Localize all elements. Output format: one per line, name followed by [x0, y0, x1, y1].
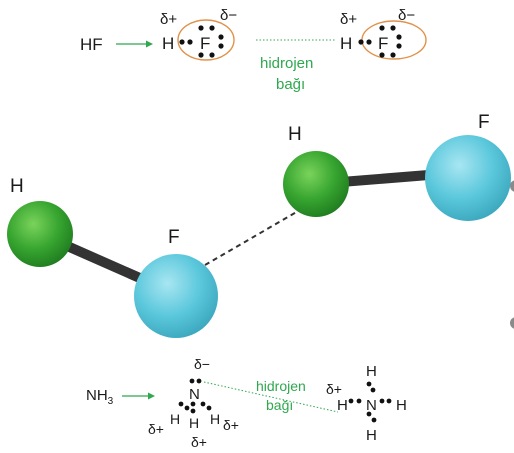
nh3-left-h-mid: H	[189, 415, 199, 431]
partial-atom-edge-2	[510, 317, 514, 329]
delta-minus-nh3-left: δ−	[194, 356, 210, 372]
delta-plus-hf-right: δ+	[340, 11, 357, 28]
delta-minus-hf-right: δ−	[398, 7, 415, 24]
electron-pair-bond-left	[179, 39, 193, 45]
fluorine-atom-right	[425, 135, 511, 221]
hf-bond-label-1: hidrojen	[260, 55, 313, 72]
model-label-f-right: F	[478, 112, 490, 133]
hf-arrow	[116, 40, 153, 48]
nh3-left-h-right: H	[210, 411, 220, 427]
nh3-right-h-top: H	[366, 363, 377, 380]
delta-plus-nh3-left: δ+	[148, 421, 164, 437]
nh3-bond-label-2: bağı	[266, 397, 293, 413]
delta-plus-hf-left: δ+	[160, 11, 177, 28]
electron-cloud-left	[177, 19, 235, 61]
nh3-left-bond-pairs	[178, 401, 212, 414]
nh3-left-n: N	[189, 386, 200, 403]
nh3-right-h-left: H	[337, 397, 348, 414]
ball-and-stick-model: H F H F	[7, 112, 514, 338]
delta-plus-nh3-right-mol: δ+	[326, 381, 342, 397]
model-hydrogen-bond	[204, 209, 301, 266]
nh3-right-h-right: H	[396, 397, 407, 414]
delta-plus-nh3-right: δ+	[223, 417, 239, 433]
hf-right-h: H	[340, 34, 352, 53]
model-label-h-left: H	[10, 176, 24, 197]
nh3-right-electron-pairs	[348, 381, 392, 423]
lone-pairs-right	[379, 25, 402, 58]
nh3-lewis-row: NH3 δ− N H H H δ+ δ+ δ+ hidrojen bağı δ+…	[86, 356, 407, 450]
nh3-bond-label-1: hidrojen	[256, 378, 306, 394]
fluorine-atom-left	[134, 254, 218, 338]
nh3-right-n: N	[366, 397, 377, 414]
hf-bond-label-2: bağı	[276, 76, 305, 93]
hf-right-f: F	[378, 34, 388, 53]
model-label-h-right: H	[288, 124, 302, 145]
hydrogen-atom-left	[7, 201, 73, 267]
hf-left-h: H	[162, 34, 174, 53]
hf-label: HF	[80, 35, 103, 54]
partial-atom-edge-1	[510, 180, 514, 192]
hydrogen-atom-right	[283, 151, 349, 217]
electron-pair-bond-right	[358, 39, 372, 45]
hf-left-f: F	[200, 34, 210, 53]
nh3-right-h-bottom: H	[366, 427, 377, 444]
hf-lewis-row: HF δ+ δ− H F hidrojen bağı δ+ δ− H F	[80, 7, 427, 93]
lone-pairs-left	[198, 25, 224, 58]
delta-minus-hf-left: δ−	[220, 7, 237, 24]
model-label-f-left: F	[168, 227, 180, 248]
nh3-left-h-left: H	[170, 411, 180, 427]
nh3-left-lone-pair	[189, 378, 202, 384]
nh3-arrow	[122, 392, 155, 400]
delta-plus-nh3-bottom: δ+	[191, 434, 207, 450]
nh3-label: NH3	[86, 387, 114, 407]
